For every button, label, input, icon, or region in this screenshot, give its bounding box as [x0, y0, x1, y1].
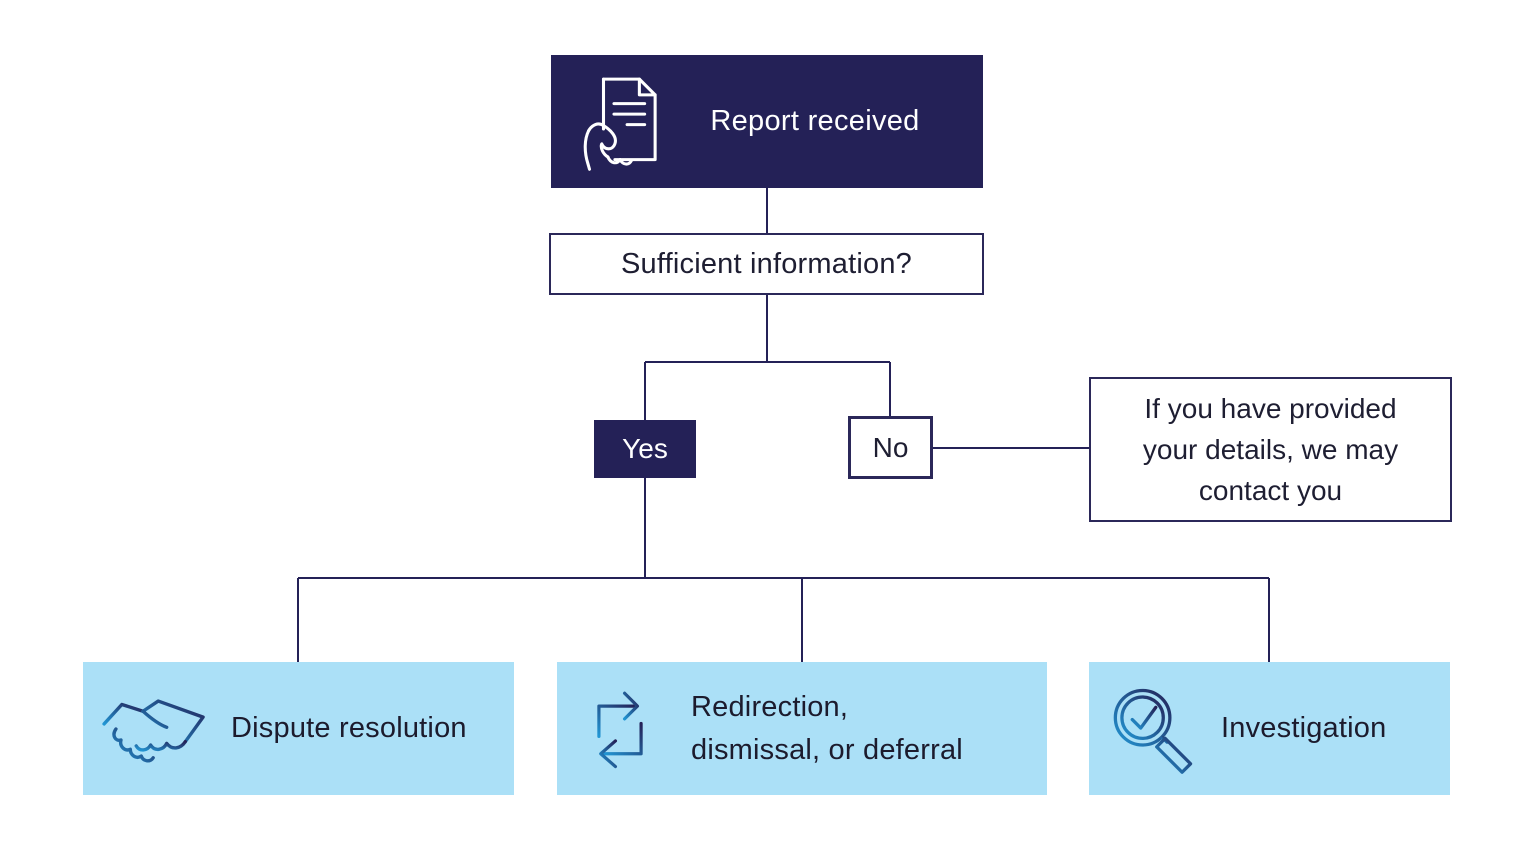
contact-note-line: If you have provided — [1144, 393, 1397, 424]
node-report-received: Report received — [551, 55, 983, 188]
node-redirection-dismissal-deferral: Redirection, dismissal, or deferral — [557, 662, 1047, 795]
sufficient-information-label: Sufficient information? — [620, 247, 912, 280]
node-contact-note: If you have provided your details, we ma… — [1089, 377, 1452, 522]
node-dispute-resolution: Dispute resolution — [83, 662, 514, 795]
node-yes: Yes — [594, 420, 696, 478]
node-sufficient-information: Sufficient information? — [549, 233, 984, 295]
redirection-label: Redirection, dismissal, or deferral — [691, 690, 963, 766]
dispute-resolution-label: Dispute resolution — [231, 712, 467, 744]
investigation-label: Investigation — [1221, 712, 1387, 744]
redirect-arrows-icon — [597, 691, 643, 768]
report-received-label: Report received — [710, 105, 920, 137]
contact-note-line: contact you — [1198, 475, 1343, 506]
contact-note-line: your details, we may — [1142, 434, 1399, 465]
node-no: No — [848, 416, 933, 479]
no-label: No — [872, 431, 909, 463]
node-investigation: Investigation — [1089, 662, 1450, 795]
document-hand-icon — [583, 77, 657, 171]
magnifier-check-icon — [1113, 688, 1193, 774]
yes-label: Yes — [622, 433, 668, 464]
handshake-icon — [102, 698, 205, 762]
